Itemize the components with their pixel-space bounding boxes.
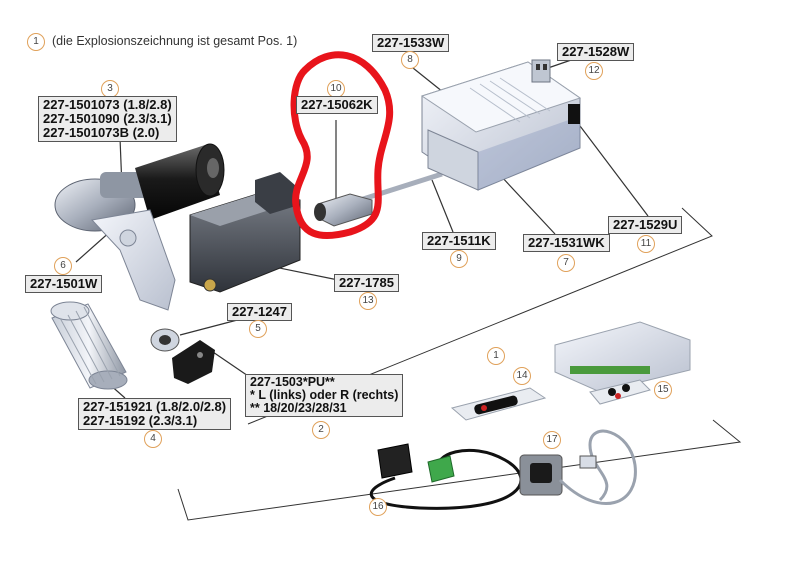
end-cap-part-2 (172, 340, 215, 384)
position-17: 17 (543, 431, 561, 449)
label-part-2-line-3: ** 18/20/23/28/31 (250, 401, 347, 415)
bearing-part-5 (150, 328, 180, 352)
label-part-3-line-3: 227-1501073B (2.0) (43, 125, 160, 140)
label-part-7: 227-1531WK (523, 234, 610, 252)
label-part-4: 227-151921 (1.8/2.0/2.8) 227-15192 (2.3/… (78, 398, 232, 430)
position-12: 12 (585, 62, 603, 80)
label-part-8: 227-1533W (372, 34, 450, 52)
position-6: 6 (54, 257, 72, 275)
gear-block-part-13 (189, 172, 301, 293)
label-part-3: 227-1501073 (1.8/2.8) 227-1501090 (2.3/3… (38, 96, 177, 142)
label-part-11: 227-1529U (608, 216, 683, 234)
control-housing-part-8 (420, 61, 582, 191)
remote-part-15 (589, 379, 651, 405)
note-text: (die Explosionszeichnung ist gesamt Pos.… (52, 34, 298, 48)
label-part-5: 227-1247 (227, 303, 292, 321)
mounting-bracket-part-6 (91, 209, 176, 311)
label-part-2-line-2: * L (links) oder R (rechts) (250, 388, 399, 402)
label-part-2: 227-1503*PU** * L (links) oder R (rechts… (245, 374, 404, 417)
switch-cable-part-17 (519, 429, 637, 506)
label-part-4-line-2: 227-15192 (2.3/3.1) (83, 413, 198, 428)
position-14: 14 (513, 367, 531, 385)
roller-part-4 (50, 301, 128, 390)
motor-gearbox-part-3 (54, 143, 225, 232)
label-part-2-line-1: 227-1503*PU** (250, 375, 335, 389)
remote-part-14 (450, 387, 547, 421)
cable-part-11 (568, 104, 580, 124)
control-unit-part-15 (554, 321, 691, 393)
position-4: 4 (144, 430, 162, 448)
position-13: 13 (359, 292, 377, 310)
position-5: 5 (249, 320, 267, 338)
bracket-lines (177, 207, 742, 521)
position-11: 11 (637, 235, 655, 253)
coupling-part-10 (314, 193, 373, 227)
position-2: 2 (312, 421, 330, 439)
label-part-13: 227-1785 (334, 274, 399, 292)
red-highlight-mark (290, 51, 394, 240)
note-position-circle: 1 (27, 33, 45, 51)
connector-part-12 (531, 59, 551, 83)
position-7: 7 (557, 254, 575, 272)
position-3: 3 (101, 80, 119, 98)
label-part-6: 227-1501W (25, 275, 103, 293)
sensor-cable-part-16 (369, 443, 523, 510)
label-part-9: 227-1511K (422, 232, 496, 250)
position-1: 1 (487, 347, 505, 365)
label-part-3-line-2: 227-1501090 (2.3/3.1) (43, 111, 172, 126)
label-part-10: 227-15062K (296, 96, 378, 114)
label-part-4-line-1: 227-151921 (1.8/2.0/2.8) (83, 399, 227, 414)
position-15: 15 (654, 381, 672, 399)
shaft-part-9 (359, 171, 443, 203)
label-part-3-line-1: 227-1501073 (1.8/2.8) (43, 97, 172, 112)
position-8: 8 (401, 51, 419, 69)
label-part-12: 227-1528W (557, 43, 635, 61)
position-16: 16 (369, 498, 387, 516)
position-9: 9 (450, 250, 468, 268)
